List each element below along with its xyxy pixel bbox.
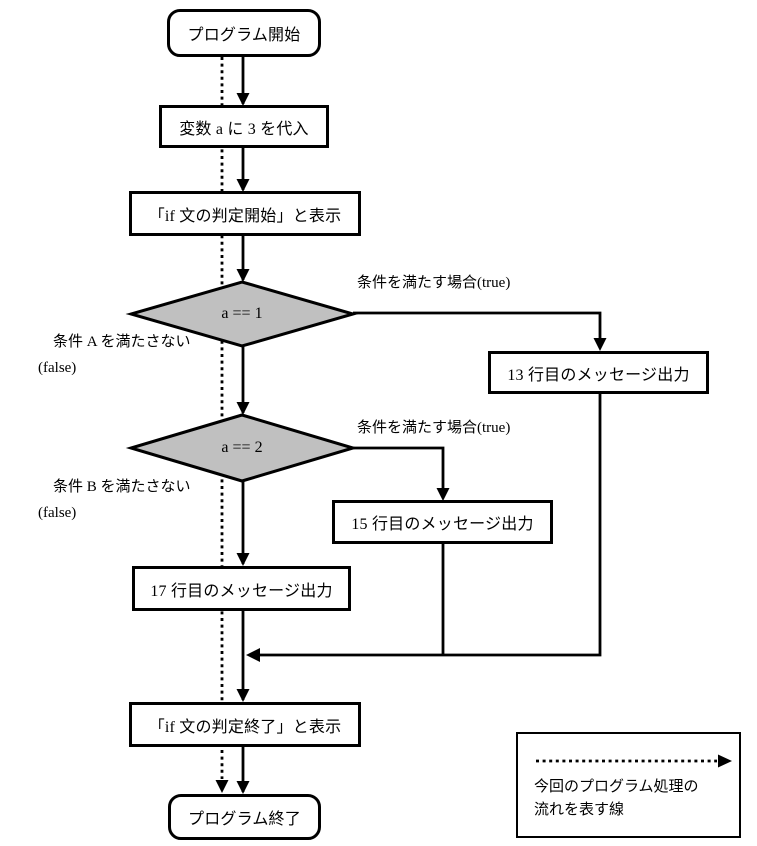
arrowhead [236,269,250,282]
node-output-line15: 15 行目のメッセージ出力 [332,500,553,544]
legend-text-line2: 流れを表す線 [534,802,625,818]
edge-cond1-true [353,311,602,348]
legend-text-line1: 今回のプログラム処理の [534,779,699,795]
arrowhead [236,781,250,794]
node-output-line17: 17 行目のメッセージ出力 [132,566,351,611]
dotted-arrow-icon [536,754,732,768]
node-if-judge-end: 「if 文の判定終了」と表示 [129,702,361,747]
arrowhead [436,488,450,501]
edge-out13-merge [260,393,602,657]
edge-label-cond2-false: 条件 B を満たさない (false) [38,474,191,526]
arrowhead [236,93,250,106]
decision-cond1-shape [125,280,359,348]
edge-label-cond2-true: 条件を満たす場合(true) [357,420,511,436]
node-assign-a: 変数 a に 3 を代入 [159,105,329,148]
legend-box: 今回のプログラム処理の 流れを表す線 [516,732,741,838]
arrowhead [236,689,250,702]
decision-cond2-shape [125,413,359,483]
decision-cond1-label: a == 1 [221,305,263,322]
node-output-line13: 13 行目のメッセージ出力 [488,351,709,394]
arrowhead [236,402,250,415]
arrowhead [236,553,250,566]
edge-cond2-true [353,446,445,498]
edge-label-cond1-true: 条件を満たす場合(true) [357,275,511,291]
edge-label-cond1-false-line1: 条件 A を満たさない [53,334,191,350]
dotted-flow-arrowhead [215,780,229,793]
edge-label-cond2-false-line1: 条件 B を満たさない [53,479,191,495]
decision-cond2-label: a == 2 [221,439,263,456]
arrowhead [236,179,250,192]
arrowhead [246,648,260,662]
edge-label-cond1-false: 条件 A を満たさない (false) [38,329,191,381]
node-program-end: プログラム終了 [168,794,321,840]
edge-label-cond2-false-line2: (false) [38,505,77,521]
node-if-judge-start: 「if 文の判定開始」と表示 [129,191,361,236]
arrowhead [593,338,607,351]
edge-label-cond1-false-line2: (false) [38,360,77,376]
node-program-start: プログラム開始 [167,9,321,57]
